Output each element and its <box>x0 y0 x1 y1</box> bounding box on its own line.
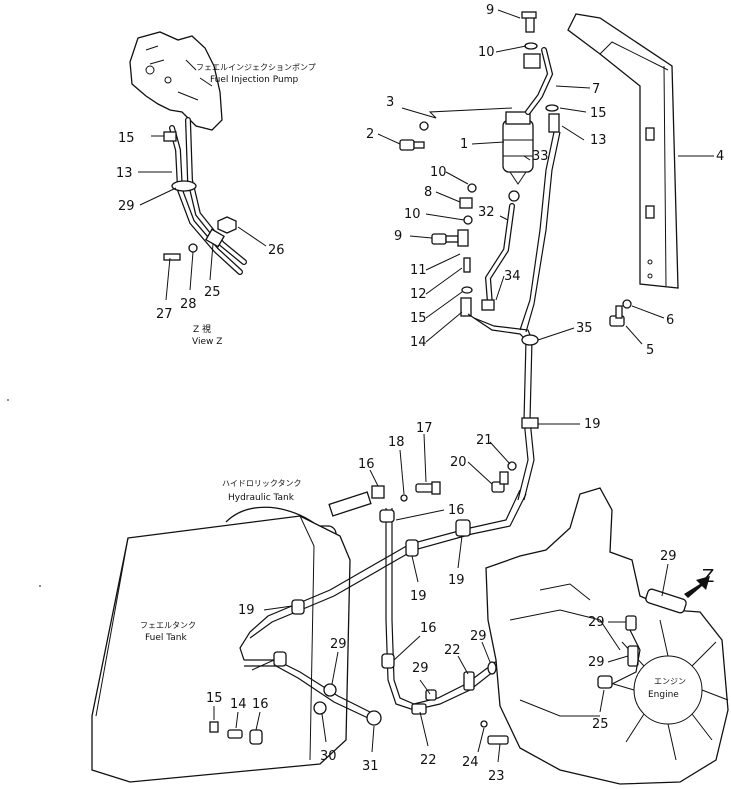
fuel-injection-pump-caption-jp: フェエルインジェクションポンプ <box>196 63 316 72</box>
fuel-tank <box>91 515 351 783</box>
callout-28: 28 <box>180 297 197 312</box>
callout-16: 16 <box>252 697 269 712</box>
callout-14: 14 <box>410 335 427 350</box>
engine <box>485 487 729 785</box>
callout-30: 30 <box>320 749 337 764</box>
callout-15: 15 <box>590 106 607 121</box>
callout-31: 31 <box>362 759 379 774</box>
callout-7: 7 <box>592 82 600 97</box>
callout-27: 27 <box>156 307 173 322</box>
fuel-injection-pump <box>129 31 223 131</box>
callout-5: 5 <box>646 343 654 358</box>
callout-9: 9 <box>394 229 402 244</box>
callout-6: 6 <box>666 313 674 328</box>
fuel-tank-caption-en: Fuel Tank <box>145 633 188 643</box>
callout-22: 22 <box>420 753 437 768</box>
callout-9: 9 <box>486 3 494 18</box>
callout-24: 24 <box>462 755 479 770</box>
callout-22: 22 <box>444 643 461 658</box>
callout-34: 34 <box>504 269 521 284</box>
callout-18: 18 <box>388 435 405 450</box>
callout-15: 15 <box>206 691 223 706</box>
callout-16: 16 <box>448 503 465 518</box>
callout-4: 4 <box>716 149 724 164</box>
callout-13: 13 <box>590 133 607 148</box>
engine-caption-en: Engine <box>648 690 679 700</box>
callout-16: 16 <box>358 457 375 472</box>
callout-17: 17 <box>416 421 433 436</box>
callout-19: 19 <box>410 589 427 604</box>
callout-11: 11 <box>410 263 427 278</box>
hydraulic-tank-caption-jp: ハイドロリックタンク <box>222 479 302 488</box>
callout-8: 8 <box>424 185 432 200</box>
callout-19: 19 <box>448 573 465 588</box>
view-z-caption-en: View Z <box>192 337 222 347</box>
callout-29: 29 <box>660 549 677 564</box>
callout-29: 29 <box>330 637 347 652</box>
fuel-filter <box>502 111 534 185</box>
callout-32: 32 <box>478 205 495 220</box>
view-z-pipes <box>163 117 247 275</box>
callout-29: 29 <box>470 629 487 644</box>
callout-25: 25 <box>204 285 221 300</box>
callout-16: 16 <box>420 621 437 636</box>
callout-15: 15 <box>118 131 135 146</box>
callout-29: 29 <box>588 615 605 630</box>
callout-19: 19 <box>238 603 255 618</box>
callout-23: 23 <box>488 769 505 784</box>
hydraulic-tank-caption-en: Hydraulic Tank <box>228 493 295 503</box>
fuel-injection-pump-caption-en: Fuel Injection Pump <box>210 75 298 85</box>
callout-21: 21 <box>476 433 493 448</box>
callout-33: 33 <box>532 149 549 164</box>
callout-1: 1 <box>460 137 468 152</box>
callout-29: 29 <box>588 655 605 670</box>
callout-20: 20 <box>450 455 467 470</box>
fuel-tank-caption-jp: フェエルタンク <box>140 621 196 630</box>
view-z-caption-jp: Z 視 <box>193 323 211 335</box>
callout-10: 10 <box>404 207 421 222</box>
engine-caption-jp: エンジン <box>654 677 686 686</box>
callout-10: 10 <box>478 45 495 60</box>
view-z-marker: Z <box>702 566 714 587</box>
callout-13: 13 <box>116 166 133 181</box>
callout-29: 29 <box>118 199 135 214</box>
callout-14: 14 <box>230 697 247 712</box>
callout-10: 10 <box>430 165 447 180</box>
callout-19: 19 <box>584 417 601 432</box>
callout-2: 2 <box>366 127 374 142</box>
callout-25: 25 <box>592 717 609 732</box>
callout-12: 12 <box>410 287 427 302</box>
view-z-arrow-icon <box>684 576 710 598</box>
callout-35: 35 <box>576 321 593 336</box>
callout-3: 3 <box>386 95 394 110</box>
bracket <box>567 13 679 289</box>
callout-29: 29 <box>412 661 429 676</box>
callout-26: 26 <box>268 243 285 258</box>
callout-15: 15 <box>410 311 427 326</box>
